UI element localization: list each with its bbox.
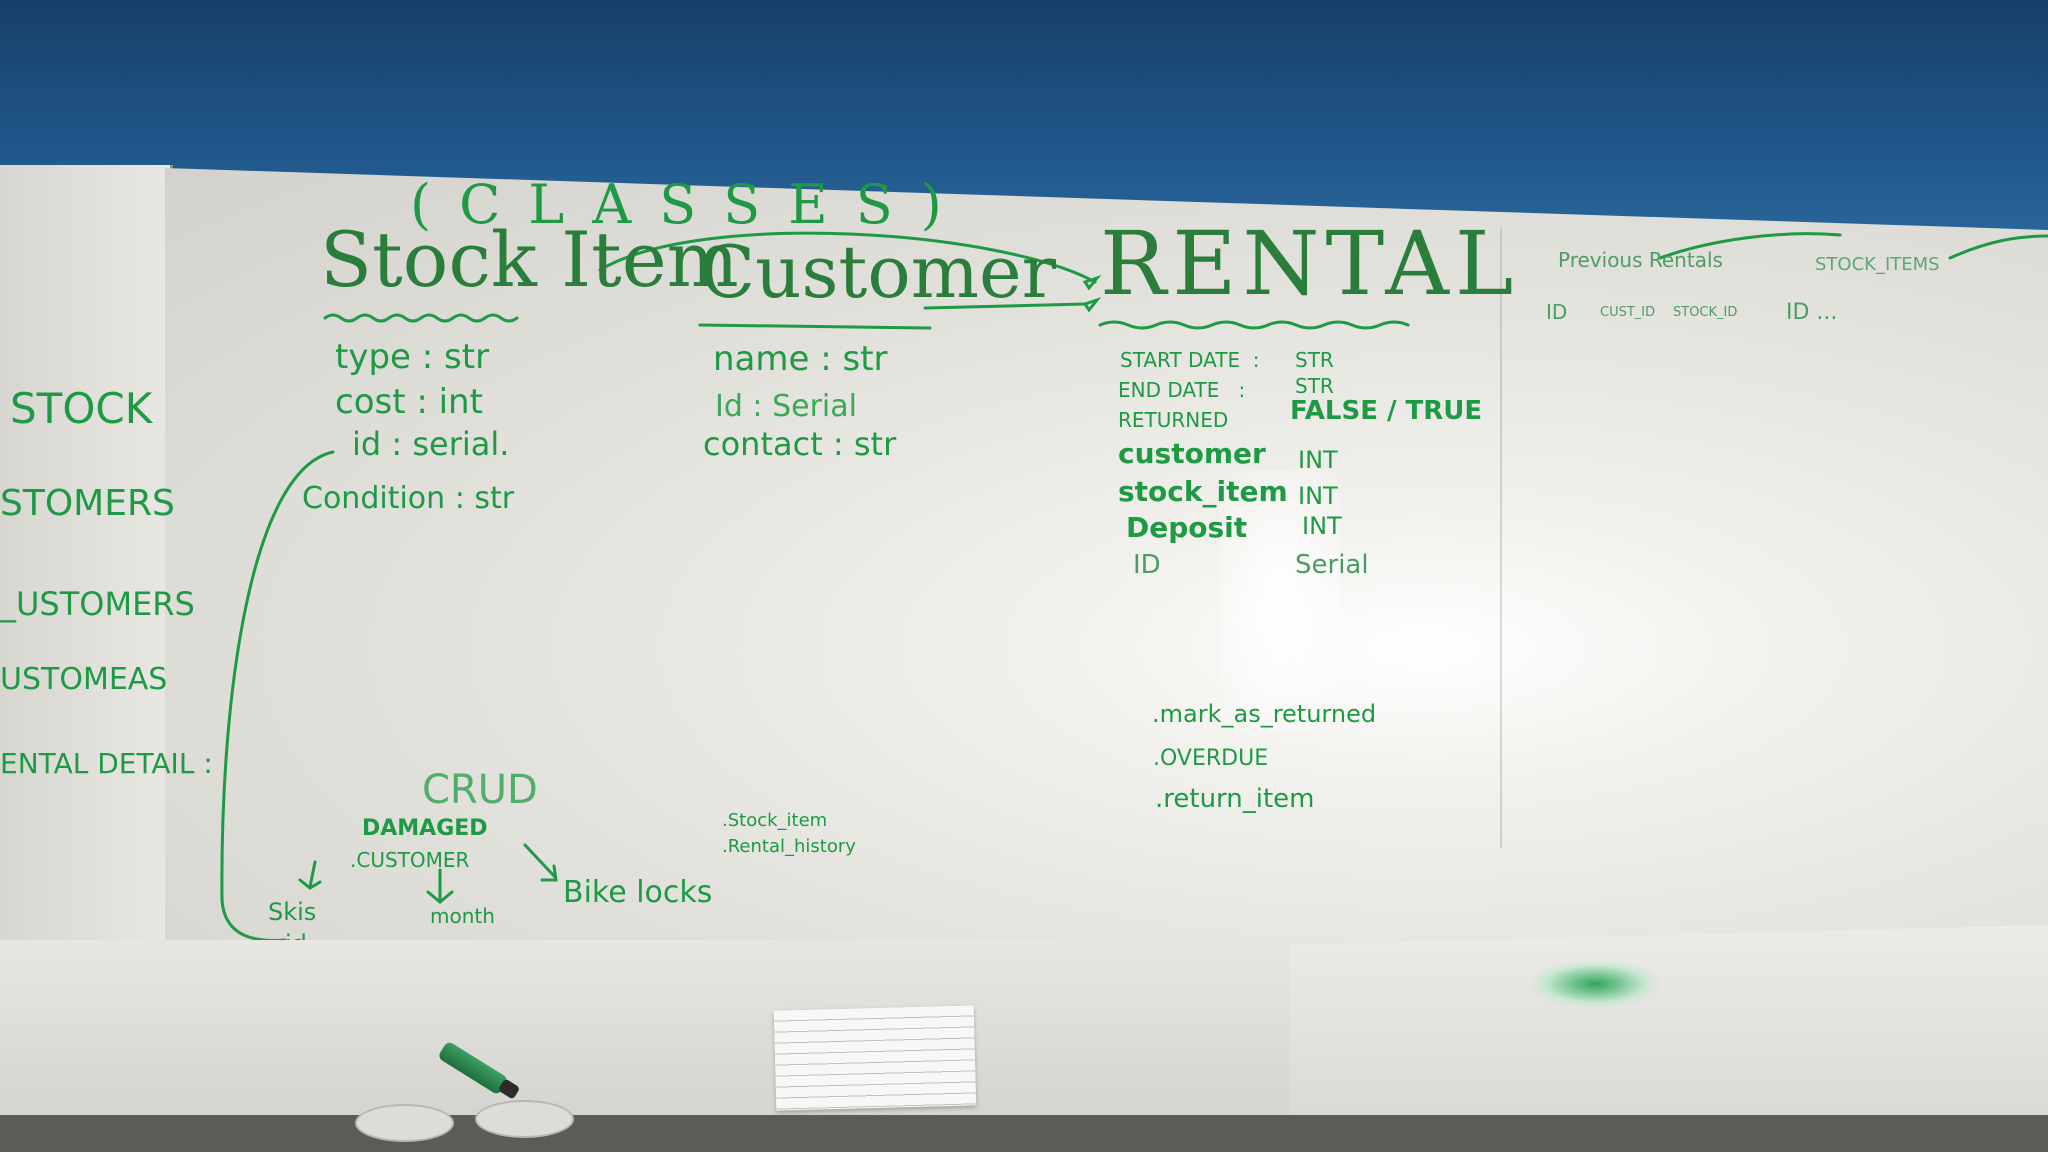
crud-branch-month: month (430, 904, 495, 928)
arrow-to-month (426, 868, 454, 904)
stock-item-field-id: id : serial. (352, 425, 510, 463)
rental-type-customer: INT (1298, 446, 1338, 474)
rental-type-deposit: INT (1302, 512, 1342, 540)
main-whiteboard (165, 168, 2048, 1000)
rental-underline (1098, 320, 1410, 330)
right-row-id: ID (1546, 300, 1568, 324)
customer-field-id: Id : Serial (715, 389, 857, 424)
right-header-previous-rentals: Previous Rentals (1558, 248, 1723, 272)
crud-customer: .CUSTOMER (350, 848, 470, 872)
arrow-to-bike-locks (523, 843, 558, 882)
stock-item-title: Stock Item (320, 215, 739, 304)
id-to-skis-connector (220, 450, 335, 942)
rental-method-overdue: .OVERDUE (1153, 746, 1269, 771)
rental-field-id: ID (1133, 550, 1161, 580)
rental-type-stock-item: INT (1298, 482, 1338, 510)
right-connector-b (1948, 234, 2048, 260)
arrow-to-skis (298, 860, 322, 890)
whiteboard-seam (1500, 228, 1502, 848)
customer-field-contact: contact : str (703, 425, 897, 463)
rental-method-return-item: .return_item (1155, 784, 1315, 814)
customer-note-rental-history: .Rental_history (722, 836, 856, 857)
green-wipe-cloth (1530, 960, 1660, 1008)
rental-title: RENTAL (1100, 212, 1520, 315)
left-whiteboard-panel (0, 165, 173, 1000)
classes-header: (CLASSES) (410, 173, 970, 236)
customer-underline (698, 323, 932, 330)
crud-damaged: DAMAGED (362, 816, 488, 841)
right-row-id-more: ID ... (1786, 300, 1838, 325)
customer-note-stock-item: .Stock_item (722, 810, 828, 831)
right-connector-a (1658, 232, 1842, 260)
left-stock-label: STOCK (10, 384, 153, 433)
stock-item-field-condition: Condition : str (302, 481, 515, 516)
crud-branch-bike-locks: Bike locks (563, 875, 713, 910)
customer-title: Customer (700, 230, 1056, 314)
stock-item-underline (323, 313, 519, 323)
rental-type-returned: FALSE / TRUE (1290, 396, 1483, 426)
rental-type-start-date: STR (1295, 348, 1334, 372)
left-rental-detail-label: ENTAL DETAIL : (0, 747, 213, 780)
stock-item-field-type: type : str (335, 337, 490, 377)
desk-cable-port-left (355, 1104, 454, 1142)
left-customers-label-2: _USTOMERS (0, 585, 195, 623)
rental-method-mark-as-returned: .mark_as_returned (1152, 700, 1377, 728)
customer-rental-connector (923, 302, 1087, 310)
stock-item-field-cost: cost : int (335, 382, 483, 422)
left-customers-label-3: USTOMEAS (0, 662, 168, 697)
paper-sheet (773, 1005, 977, 1111)
rental-type-id: Serial (1295, 550, 1369, 580)
rental-type-end-date: STR (1295, 374, 1334, 398)
rental-field-start-date: START DATE : (1120, 348, 1260, 372)
desk-edge (0, 1115, 2048, 1152)
crud-title: CRUD (422, 767, 538, 813)
rental-field-customer: customer (1118, 437, 1266, 470)
right-row-stock-id: STOCK_ID (1673, 305, 1738, 320)
left-customers-label: STOMERS (0, 483, 175, 524)
rental-field-returned: RETURNED (1118, 408, 1229, 432)
crud-branch-skis: Skis (268, 898, 317, 926)
right-header-stock-items: STOCK_ITEMS (1815, 254, 1940, 275)
rental-field-deposit: Deposit (1126, 511, 1248, 544)
desk-cable-port-right (475, 1100, 574, 1138)
rental-field-end-date: END DATE : (1118, 378, 1246, 402)
light-glare (1220, 470, 1340, 730)
rental-field-stock-item: stock_item (1118, 475, 1288, 508)
desk-right (1290, 925, 2048, 1135)
stockitem-rental-connector (598, 231, 1097, 284)
right-row-cust-id: CUST_ID (1600, 305, 1656, 320)
customer-field-name: name : str (713, 339, 888, 379)
